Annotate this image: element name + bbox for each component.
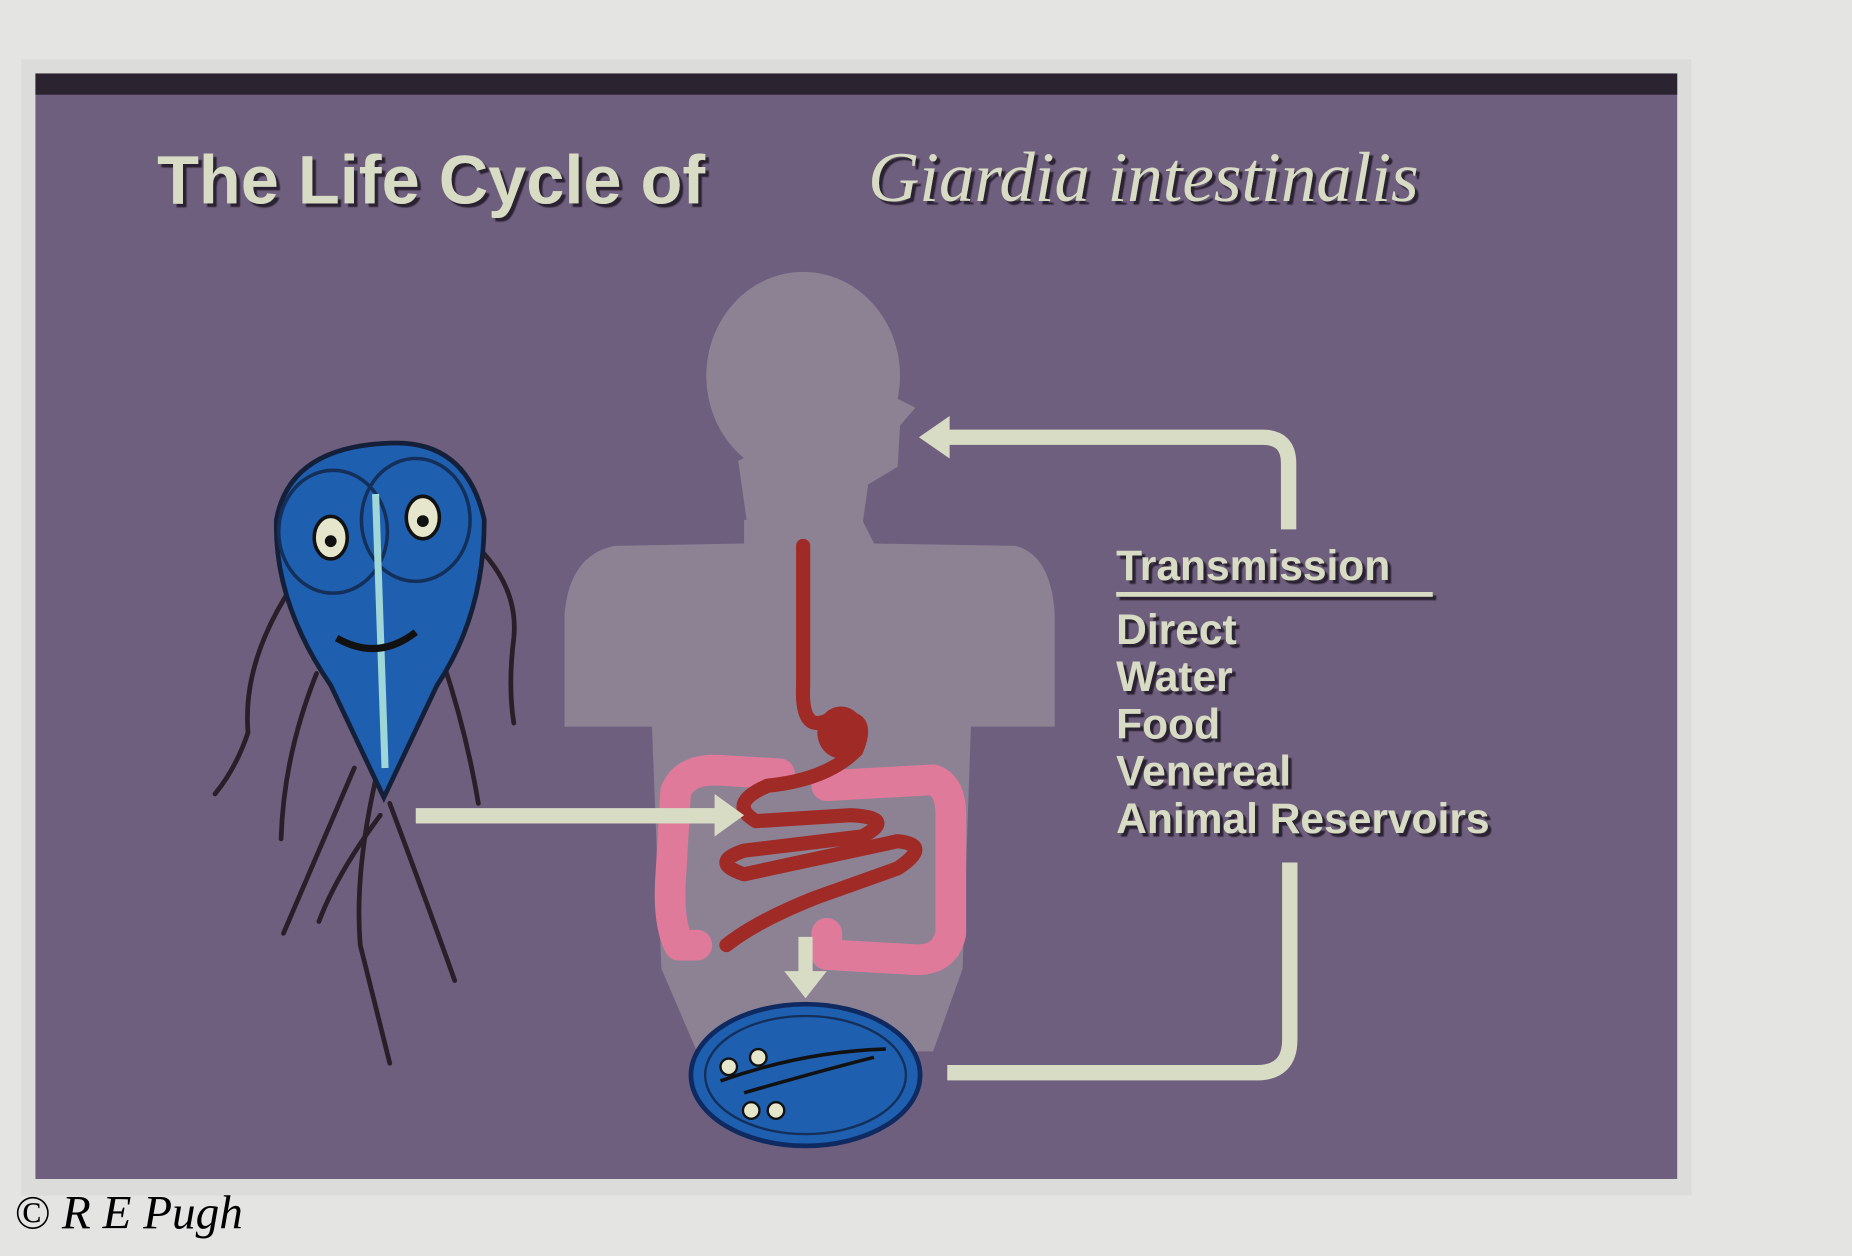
arrow-to-intestine	[415, 793, 745, 837]
flagella	[212, 529, 517, 1066]
slide-top-band	[35, 73, 1678, 95]
transmission-item: Animal Reservoirs	[1116, 796, 1489, 843]
arrow-to-mouth-head	[918, 415, 950, 459]
page-title: The Life Cycle of Giardia intestinalis	[157, 139, 1419, 218]
arrow-down-to-cyst	[784, 936, 827, 999]
copyright-watermark: © R E Pugh	[14, 1188, 243, 1240]
arrow-to-mouth	[944, 429, 1297, 530]
colon	[654, 754, 967, 976]
giardia-cyst-illustration	[688, 1001, 923, 1149]
transmission-heading: Transmission	[1116, 543, 1390, 590]
transmission-item: Direct	[1116, 607, 1237, 654]
transmission-item: Water	[1116, 654, 1233, 701]
transmission-list: Transmission Direct Water Food Venereal …	[1116, 543, 1489, 843]
title-species: Giardia intestinalis	[868, 139, 1419, 217]
digestive-tract	[654, 538, 967, 976]
stomach	[817, 706, 865, 759]
return-path-from-cyst	[947, 862, 1298, 1081]
transmission-item: Venereal	[1116, 749, 1291, 796]
transmission-underline	[1116, 591, 1433, 597]
transmission-item: Food	[1116, 701, 1220, 748]
giardia-trophozoite-illustration	[212, 440, 517, 1066]
human-silhouette	[564, 271, 1055, 1052]
title-prefix: The Life Cycle of	[157, 141, 705, 218]
